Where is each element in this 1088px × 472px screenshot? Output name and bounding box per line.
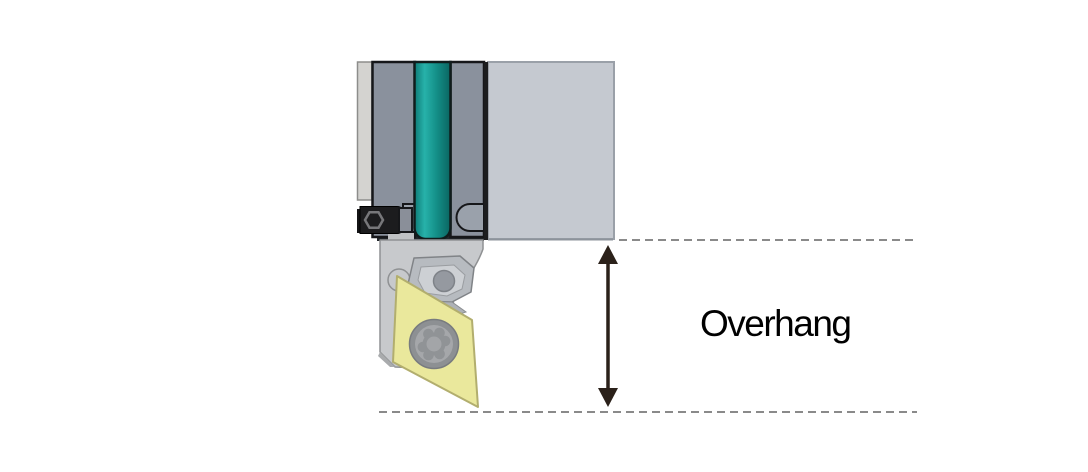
hex-socket-icon	[363, 210, 385, 230]
screw-cartridge	[398, 207, 413, 233]
torx-screw-icon	[408, 318, 460, 370]
arrowhead-up-icon	[598, 245, 618, 264]
overhang-arrow	[598, 245, 618, 407]
clamp-screw	[432, 269, 456, 293]
machine-block	[487, 61, 615, 240]
arrowhead-down-icon	[598, 388, 618, 407]
coolant-tube	[413, 60, 452, 241]
right-notch-piece	[455, 203, 485, 232]
holder-chamfer-facet	[378, 352, 395, 367]
overhang-label: Overhang	[700, 303, 852, 344]
left-clamp-plate	[356, 61, 373, 201]
under-screw-patch	[388, 233, 414, 242]
